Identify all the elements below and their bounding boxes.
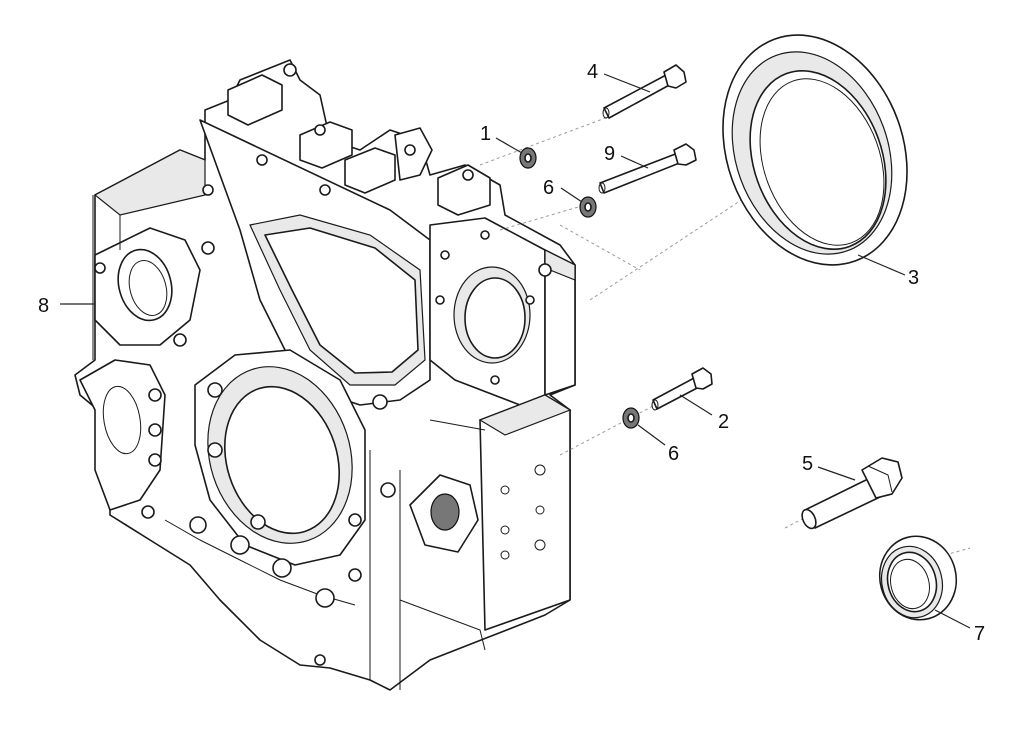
washer-part-6-upper (579, 196, 597, 218)
callout-6-upper: 6 (543, 177, 554, 199)
callout-4: 4 (587, 61, 598, 83)
callout-2: 2 (718, 411, 729, 433)
callout-9: 9 (604, 143, 615, 165)
bolt-part-5 (801, 457, 903, 530)
bolt-part-4 (602, 64, 687, 119)
seal-ring-part-3 (722, 34, 908, 266)
callout-1: 1 (480, 123, 491, 145)
callout-6-lower: 6 (668, 443, 679, 465)
callout-3: 3 (908, 267, 919, 289)
callout-7: 7 (974, 623, 985, 645)
washer-part-6-lower (622, 407, 640, 429)
bolt-part-9 (598, 143, 697, 194)
callout-8: 8 (38, 295, 49, 317)
bolt-part-2 (651, 367, 713, 411)
callout-labels: 1 4 9 6 3 8 2 6 5 7 (38, 61, 985, 645)
callout-5: 5 (802, 453, 813, 475)
seal-part-7 (878, 535, 958, 621)
leader-lines (60, 73, 971, 629)
washer-part-1 (519, 147, 537, 169)
flywheel-housing (74, 59, 576, 691)
